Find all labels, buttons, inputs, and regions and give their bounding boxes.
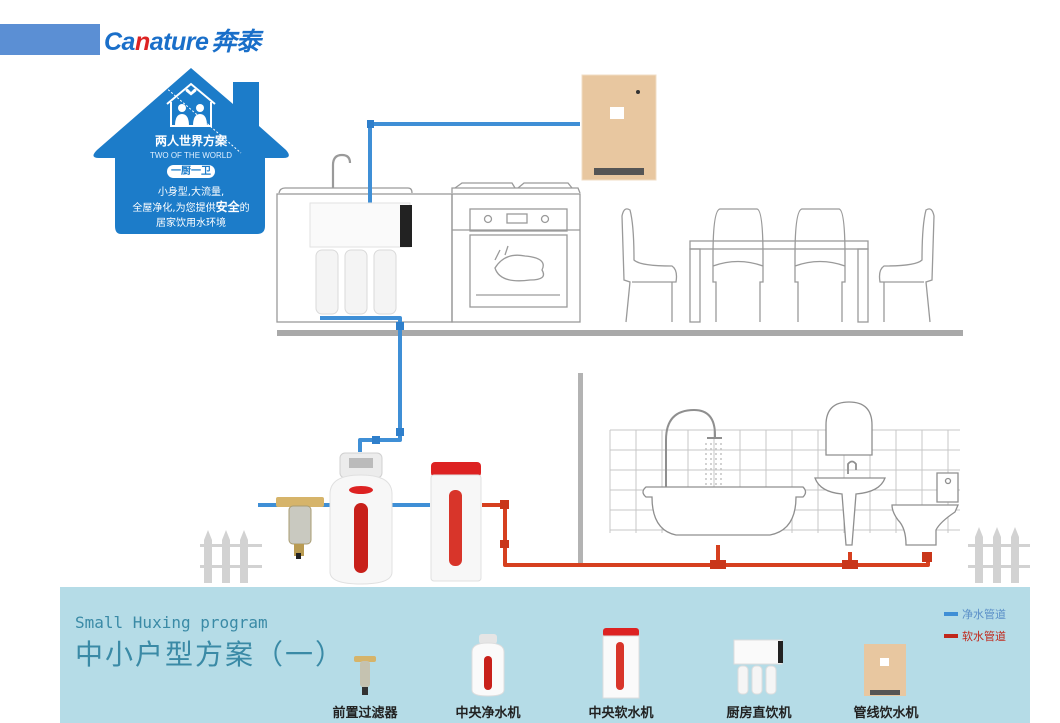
house-title: 两人世界方案 (154, 134, 227, 148)
house-subtitle: TWO OF THE WORLD (149, 151, 233, 160)
legend-label: 净水管道 (962, 608, 1006, 621)
oven-icon (452, 208, 580, 308)
kitchen-drinking-machine-icon (733, 639, 783, 695)
pipeline-dispenser-icon (864, 644, 906, 696)
mirror-icon (825, 401, 873, 456)
faucet-icon (331, 153, 352, 188)
logo-text: ature (149, 28, 209, 56)
family-house-icon (166, 82, 216, 127)
fence-left (200, 530, 262, 583)
dining-set-icon (621, 208, 935, 323)
panel-title-cn: 中小户型方案（一） (75, 638, 346, 671)
pre-filter (276, 497, 324, 559)
kitchen-counter (276, 182, 581, 323)
legend-swatch-clean (944, 612, 958, 616)
legend-soft-water: 软水管道 (944, 628, 1006, 644)
panel-title-en: Small Huxing program (75, 613, 268, 632)
legend-label: 软水管道 (962, 630, 1006, 643)
house-desc-line2: 全屋净化,为您提供安全的 (93, 198, 289, 215)
pre-filter-icon (354, 656, 376, 695)
toilet-icon (891, 472, 959, 546)
fence-right (968, 527, 1030, 583)
logo-text-cn: 奔泰 (211, 28, 261, 56)
legend-clean-water: 净水管道 (944, 606, 1006, 622)
central-purifier (329, 452, 393, 585)
clean-water-pipe (258, 122, 580, 507)
soft-pipe-joints (500, 500, 932, 569)
kitchen-drinking-machine (309, 202, 412, 315)
pipeline-dispenser (581, 74, 657, 181)
product-kitchen-drinking-machine: 厨房直饮机 (718, 628, 800, 721)
product-pipeline-dispenser: 管线饮水机 (846, 628, 926, 721)
product-label: 前置过滤器 (332, 706, 398, 721)
logo-text: Ca (104, 28, 135, 56)
shower-icon (665, 408, 722, 487)
logo-bar (0, 24, 100, 55)
product-label: 中央净水机 (455, 706, 521, 721)
product-label: 管线饮水机 (853, 706, 919, 721)
kitchen-floor (277, 330, 963, 336)
desc-text: 全屋净化,为您提供 (132, 203, 216, 214)
logo-text-accent: n (134, 28, 150, 56)
central-purifier-icon (471, 634, 505, 697)
central-softener (430, 462, 482, 582)
room-count-badge: 一厨一卫 (167, 165, 215, 178)
pipe-joints (367, 120, 404, 444)
product-pre-filter: 前置过滤器 (330, 628, 400, 721)
desc-text: 的 (239, 203, 250, 214)
house-badge-label: 一厨一卫 (93, 165, 289, 178)
house-desc-line3: 居家饮用水环境 (156, 218, 226, 229)
central-softener-icon (602, 628, 640, 699)
bathroom-wall (578, 373, 583, 563)
desc-emphasis: 安全 (215, 200, 240, 214)
product-central-softener: 中央软水机 (583, 628, 659, 721)
product-central-purifier: 中央净水机 (450, 628, 526, 721)
product-label: 厨房直饮机 (726, 706, 792, 721)
product-label: 中央软水机 (588, 706, 654, 721)
sink-icon (814, 477, 886, 546)
bathtub-icon (642, 486, 807, 536)
house-badge (93, 66, 289, 234)
legend-swatch-soft (944, 634, 958, 638)
shower-water (705, 443, 722, 487)
house-desc-line1: 小身型,大流量, (157, 187, 225, 198)
